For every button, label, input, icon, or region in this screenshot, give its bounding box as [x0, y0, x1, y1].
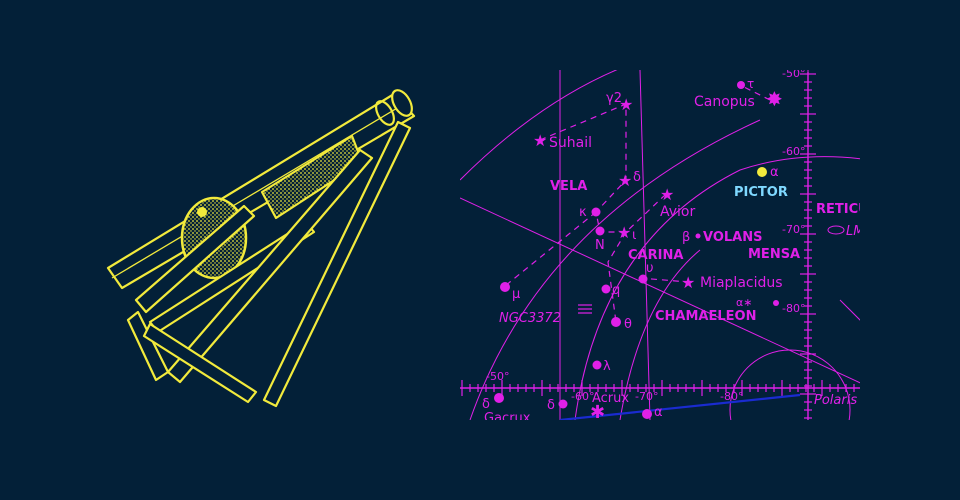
lmc-symbol — [827, 225, 845, 235]
star-canopus: ✸ — [766, 87, 783, 111]
label-tau: τ — [747, 77, 754, 91]
star-mu — [500, 282, 510, 292]
dec-label-60: -60° — [782, 145, 805, 158]
label-ngc3372: NGC3372 — [499, 311, 561, 326]
label-upsilon: υ — [646, 261, 654, 276]
star-pictor-alpha — [757, 167, 767, 177]
star-q — [601, 284, 611, 294]
star-lambda — [592, 360, 602, 370]
stars: ★ ★ ★ ★ ★ ★ ✸ ✱ — [494, 81, 783, 423]
label-iota: ι — [632, 228, 636, 243]
label-carina: CARINA — [628, 248, 683, 263]
dec-label-80: -80° — [782, 302, 805, 315]
label-mu: μ — [512, 287, 520, 302]
star-alpha-mus — [642, 409, 652, 419]
label-pictor: PICTOR — [734, 185, 788, 200]
label-q: q — [612, 283, 620, 298]
label-delta-gac: δ — [482, 397, 490, 412]
label-beta: β — [682, 230, 690, 245]
label-alpha-star: α∗ — [736, 296, 752, 309]
label-alpha-pic: α — [770, 165, 779, 180]
star-tau — [737, 81, 745, 89]
ra-label-50: -50° — [486, 370, 509, 383]
label-mensa: MENSA — [748, 247, 800, 262]
ra-label-60: -60° — [571, 390, 594, 403]
label-alpha-mus: α — [654, 405, 663, 420]
ra-label-80: -80° — [720, 390, 743, 403]
telescope-icon — [106, 89, 416, 408]
star-suhail: ★ — [533, 131, 547, 150]
label-delta-vel: δ — [633, 170, 641, 185]
label-gamma2: γ2 — [606, 91, 622, 106]
star-beta-vol — [695, 233, 701, 239]
label-gacrux: Gacrux — [484, 411, 531, 426]
star-n — [595, 226, 605, 236]
dec-label-70: -70° — [782, 223, 805, 236]
ecliptic-line — [559, 393, 801, 420]
star-gamma2: ★ — [619, 95, 633, 114]
ngc-symbol — [578, 304, 592, 314]
label-vela: VELA — [550, 179, 587, 194]
label-miaplacidus: Miaplacidus — [700, 275, 783, 291]
star-theta — [611, 317, 621, 327]
label-lmc: LMC — [846, 224, 874, 239]
star-delta-cru — [558, 399, 568, 409]
star-delta: ★ — [618, 171, 632, 190]
telescope-mount — [126, 120, 412, 408]
star-upsilon — [638, 274, 648, 284]
star-acrux: ✱ — [590, 402, 605, 423]
label-avior: Avior — [660, 204, 695, 220]
label-kappa: κ — [579, 205, 587, 220]
label-delta-cru: δ — [547, 398, 555, 413]
star-chart: ★ ★ ★ ★ ★ ★ ✸ ✱ — [460, 67, 918, 426]
star-kappa — [591, 207, 601, 217]
axis-ticks — [461, 73, 855, 419]
label-volans: VOLANS — [703, 230, 762, 245]
label-theta: θ — [624, 317, 632, 332]
star-miaplacidus: ★ — [681, 273, 695, 292]
label-lambda: λ — [603, 359, 611, 374]
label-n: N — [595, 238, 605, 253]
label-reticulum: RETICULUM — [816, 202, 900, 217]
star-alpha-star — [773, 300, 779, 306]
ra-label-70: -70° — [635, 390, 658, 403]
label-polaris: Polaris Australis — [814, 393, 918, 408]
label-chamaeleon: CHAMAELEON — [655, 309, 756, 324]
star-avior: ★ — [660, 185, 674, 204]
star-gacrux — [494, 393, 504, 403]
label-suhail: Suhail — [549, 135, 592, 151]
label-acrux: Acrux — [592, 391, 629, 406]
star-iota: ★ — [617, 223, 631, 242]
dec-label-50: -50° — [782, 67, 805, 80]
label-canopus: Canopus — [694, 94, 755, 110]
